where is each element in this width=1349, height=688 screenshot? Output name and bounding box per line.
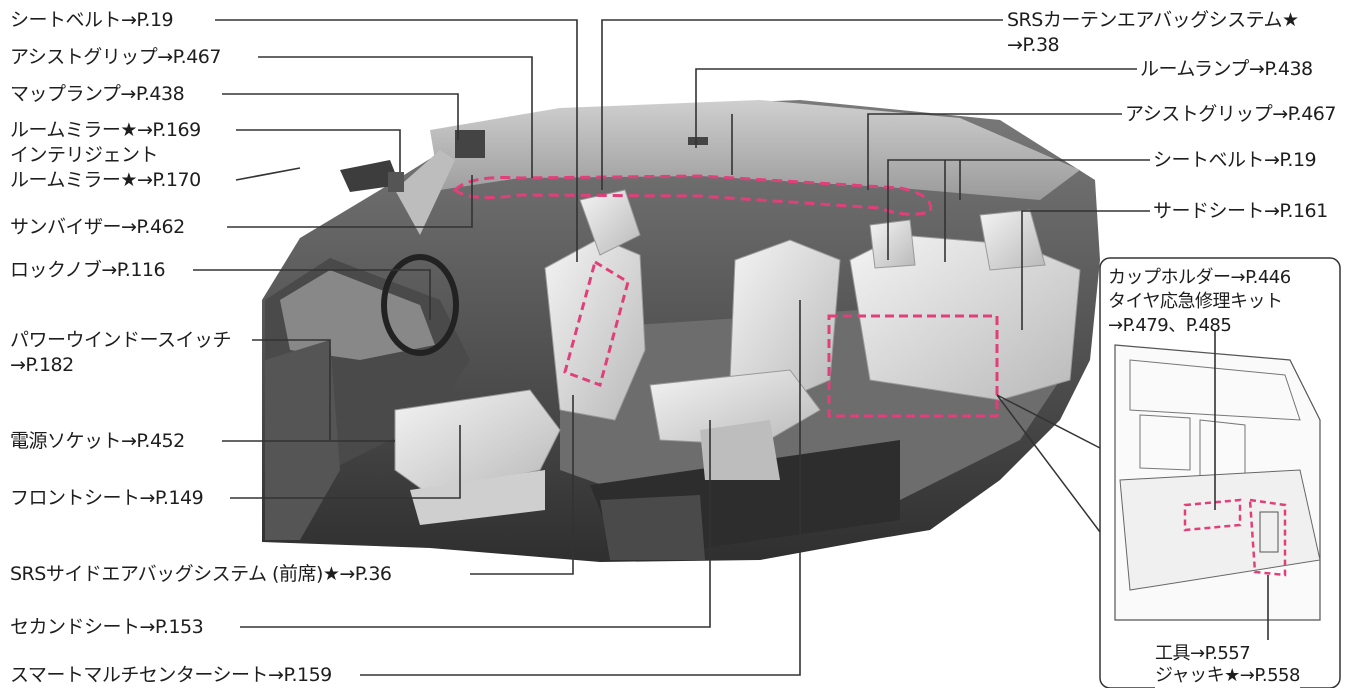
- label-assist-grip-rear: アシストグリップ→P.467: [1123, 102, 1336, 126]
- label-second-seat: セカンドシート→P.153: [10, 615, 206, 639]
- second-seat: [649, 239, 841, 480]
- room-lamp-icon: [688, 137, 708, 145]
- front-seat: [394, 189, 646, 525]
- label-room-lamp: ルームランプ→P.438: [1138, 57, 1313, 81]
- label-cup-holder: カップホルダー→P.446: [1108, 267, 1291, 288]
- label-seatbelt-front: シートベルト→P.19: [10, 8, 176, 32]
- label-smart-multi-center-seat: スマートマルチセンターシート→P.159: [10, 663, 334, 687]
- label-intelligent: インテリジェント: [10, 144, 159, 166]
- side-airbag-outline: [563, 259, 630, 387]
- label-room-mirror: ルームミラー★→P.169: [10, 118, 203, 142]
- label-intelligent-mirror: ルームミラー★→P.170: [10, 168, 203, 192]
- label-map-lamp: マップランプ→P.438: [10, 82, 187, 106]
- map-lamp-icon: [455, 130, 485, 158]
- label-seatbelt-rear: シートベルト→P.19: [1151, 148, 1317, 172]
- label-lock-knob: ロックノブ→P.116: [10, 258, 168, 282]
- label-side-airbag: SRSサイドエアバッグシステム (前席)★→P.36: [10, 562, 394, 586]
- label-curtain-airbag: SRSカーテンエアバッグシステム★: [1005, 8, 1299, 32]
- leader-lines: [193, 19, 1269, 676]
- label-jack: ジャッキ★→P.558: [1155, 664, 1300, 688]
- label-power-window-switch: パワーウインドースイッチ: [10, 328, 234, 352]
- label-tire-repair-kit: タイヤ応急修理キット: [1108, 291, 1283, 312]
- label-power-window-page: →P.182: [10, 354, 74, 376]
- luggage-inset: [1099, 257, 1341, 688]
- third-seat-zoom-box: [827, 314, 999, 418]
- rearview-mirror-icon: [340, 160, 404, 192]
- label-curtain-airbag-page: →P.38: [1007, 34, 1060, 56]
- label-sun-visor: サンバイザー→P.462: [10, 215, 187, 239]
- label-third-seat: サードシート→P.161: [1151, 199, 1328, 223]
- label-tools: 工具→P.557: [1155, 642, 1251, 666]
- label-power-socket: 電源ソケット→P.452: [10, 429, 187, 453]
- label-tire-repair-pages: →P.479、P.485: [1108, 315, 1232, 336]
- label-assist-grip-front: アシストグリップ→P.467: [10, 45, 223, 69]
- label-front-seat: フロントシート→P.149: [10, 486, 206, 510]
